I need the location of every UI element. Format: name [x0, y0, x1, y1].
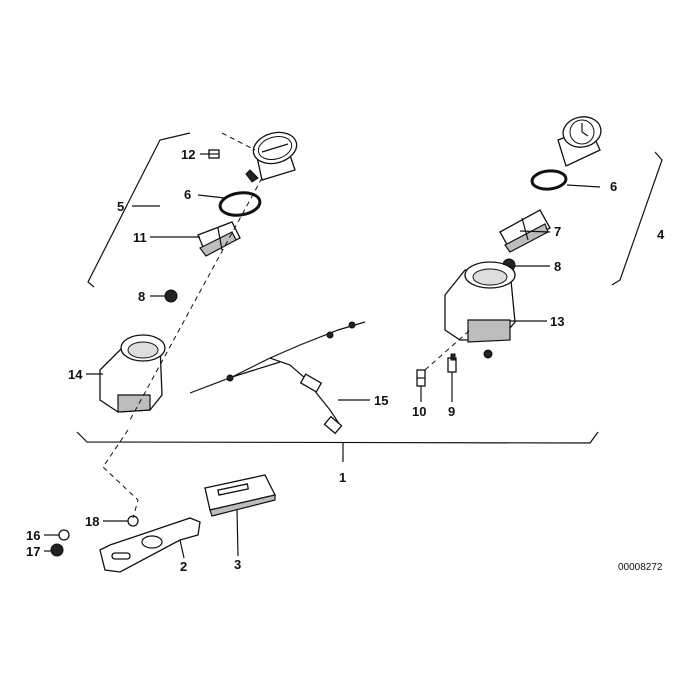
callout-6-left: 6 [184, 187, 191, 202]
clip-12 [208, 149, 220, 159]
nut-17 [50, 543, 64, 557]
housing-right-13 [444, 261, 516, 359]
holder-left [197, 221, 241, 257]
screw-10 [416, 369, 426, 387]
callout-17: 17 [26, 544, 40, 559]
plate-2 [99, 517, 201, 573]
callout-14: 14 [68, 367, 83, 382]
pin-9 [447, 353, 457, 373]
callout-11: 11 [133, 230, 147, 245]
ring-right [530, 169, 568, 191]
callout-8-right: 8 [554, 259, 561, 274]
callout-3: 3 [234, 557, 241, 572]
callout-15: 15 [374, 393, 388, 408]
callout-4: 4 [657, 227, 665, 242]
callout-5: 5 [117, 199, 124, 214]
ring-left [218, 191, 262, 217]
callout-10: 10 [412, 404, 426, 419]
leader-lines [44, 153, 601, 559]
callout-7: 7 [554, 224, 561, 239]
callout-12: 12 [181, 147, 195, 162]
bracket-1 [76, 431, 599, 462]
nut-left-8 [164, 289, 178, 303]
bracket-4 [611, 151, 663, 286]
bracket-3 [204, 474, 276, 517]
callout-2: 2 [180, 559, 187, 574]
bracket-5 [87, 132, 191, 288]
callout-6-right: 6 [610, 179, 617, 194]
clock-right [557, 116, 602, 167]
callout-18: 18 [85, 514, 99, 529]
callout-1: 1 [339, 470, 346, 485]
callout-16: 16 [26, 528, 40, 543]
callout-8-left: 8 [138, 289, 145, 304]
housing-left-14 [99, 334, 166, 413]
callout-9: 9 [448, 404, 455, 419]
callout-13: 13 [550, 314, 564, 329]
reference-number: 00008272 [618, 562, 663, 573]
washer-16 [58, 529, 70, 541]
gauge-left [245, 131, 298, 183]
cable-harness-15 [189, 321, 366, 435]
